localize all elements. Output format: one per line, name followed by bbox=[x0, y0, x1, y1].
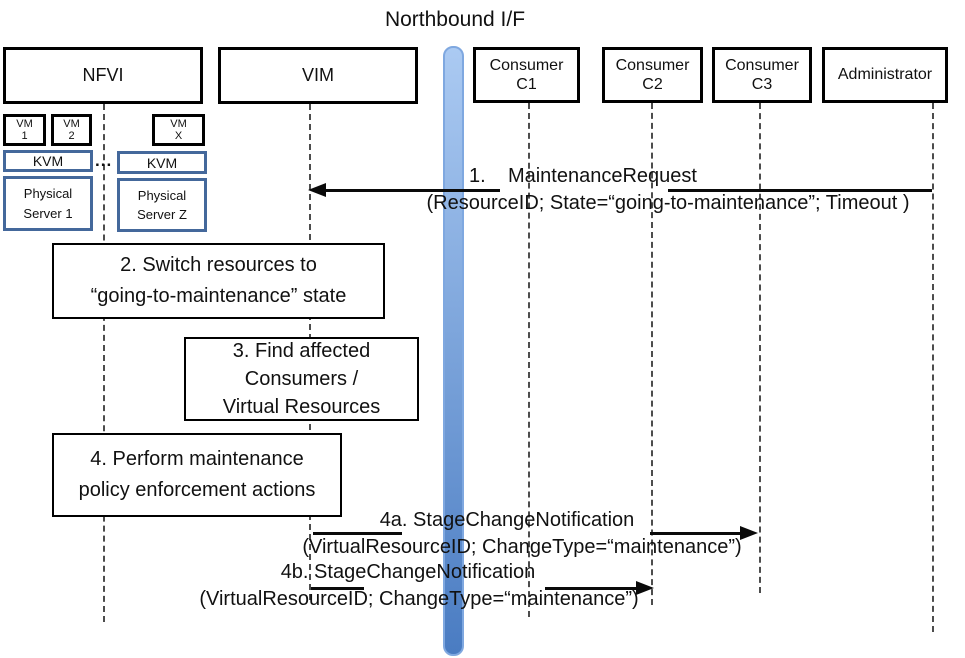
message-1-params: (ResourceID; State=“going-to-maintenance… bbox=[426, 192, 910, 214]
arrow-4b-line-right bbox=[545, 587, 638, 590]
arrow-1-line-right bbox=[668, 189, 932, 192]
action-box-step4: 4. Perform maintenance policy enforcemen… bbox=[52, 433, 342, 517]
physical-server-z-label: Physical Server Z bbox=[137, 187, 187, 223]
actor-box-consumer-c1: Consumer C1 bbox=[473, 47, 580, 103]
action-box-step2: 2. Switch resources to “going-to-mainten… bbox=[52, 243, 385, 319]
northbound-interface-bar bbox=[443, 46, 464, 656]
vm2-box: VM 2 bbox=[51, 114, 92, 146]
physical-server-1-label: Physical Server 1 bbox=[23, 186, 73, 221]
message-1-label: 1. MaintenanceRequest bbox=[469, 165, 697, 187]
vm1-label: VM 1 bbox=[16, 117, 33, 142]
actor-box-consumer-c2: Consumer C2 bbox=[602, 47, 703, 103]
actor-box-consumer-c3: Consumer C3 bbox=[712, 47, 812, 103]
vmx-label: VM X bbox=[170, 117, 187, 142]
action-step3-label: 3. Find affected Consumers / Virtual Res… bbox=[222, 340, 381, 418]
lifeline-administrator bbox=[932, 103, 934, 632]
vmx-box: VM X bbox=[152, 114, 205, 146]
message-4a-label: 4a. StageChangeNotification bbox=[379, 509, 635, 531]
message-4b-params: (VirtualResourceID; ChangeType=“maintena… bbox=[199, 588, 639, 610]
action-step2-label: 2. Switch resources to “going-to-mainten… bbox=[90, 254, 347, 307]
action-box-step3: 3. Find affected Consumers / Virtual Res… bbox=[184, 337, 419, 421]
vm1-box: VM 1 bbox=[3, 114, 46, 146]
arrow-1-head bbox=[308, 183, 326, 197]
physical-server-z-box: Physical Server Z bbox=[117, 178, 207, 232]
lifeline-consumer-c1 bbox=[528, 103, 530, 617]
lifeline-nfvi bbox=[103, 104, 105, 622]
message-4a-params: (VirtualResourceID; ChangeType=“maintena… bbox=[302, 536, 742, 558]
lifeline-consumer-c2 bbox=[651, 103, 653, 605]
message-4b-label: 4b. StageChangeNotification bbox=[280, 561, 536, 583]
actor-box-administrator: Administrator bbox=[822, 47, 948, 103]
arrow-1-line-left bbox=[324, 189, 500, 192]
physical-server-1-box: Physical Server 1 bbox=[3, 176, 93, 231]
vm2-label: VM 2 bbox=[63, 117, 80, 142]
action-step4-label: 4. Perform maintenance policy enforcemen… bbox=[78, 448, 316, 501]
actor-label-consumer-c3: Consumer C3 bbox=[725, 56, 799, 93]
actor-box-nfvi: NFVI bbox=[3, 47, 203, 104]
actor-box-vim: VIM bbox=[218, 47, 418, 104]
actor-label-consumer-c1: Consumer C1 bbox=[489, 56, 564, 93]
actor-label-nfvi: NFVI bbox=[82, 64, 124, 85]
actor-label-vim: VIM bbox=[301, 64, 334, 85]
ellipsis-dots: ... bbox=[95, 151, 113, 170]
arrow-4a-head bbox=[740, 526, 758, 540]
arrow-4a-line-right bbox=[650, 532, 742, 535]
actor-label-consumer-c2: Consumer C2 bbox=[615, 56, 690, 93]
arrow-4b-line-left bbox=[311, 587, 364, 590]
kvm1-box: KVM bbox=[3, 150, 93, 172]
kvm1-label: KVM bbox=[32, 153, 64, 169]
arrow-4a-line-left bbox=[313, 532, 402, 535]
arrow-4b-head bbox=[636, 581, 654, 595]
diagram-title: Northbound I/F bbox=[384, 8, 526, 31]
kvm2-label: KVM bbox=[146, 154, 178, 171]
actor-label-administrator: Administrator bbox=[837, 66, 933, 84]
kvm2-box: KVM bbox=[117, 151, 207, 174]
lifeline-consumer-c3 bbox=[759, 103, 761, 593]
